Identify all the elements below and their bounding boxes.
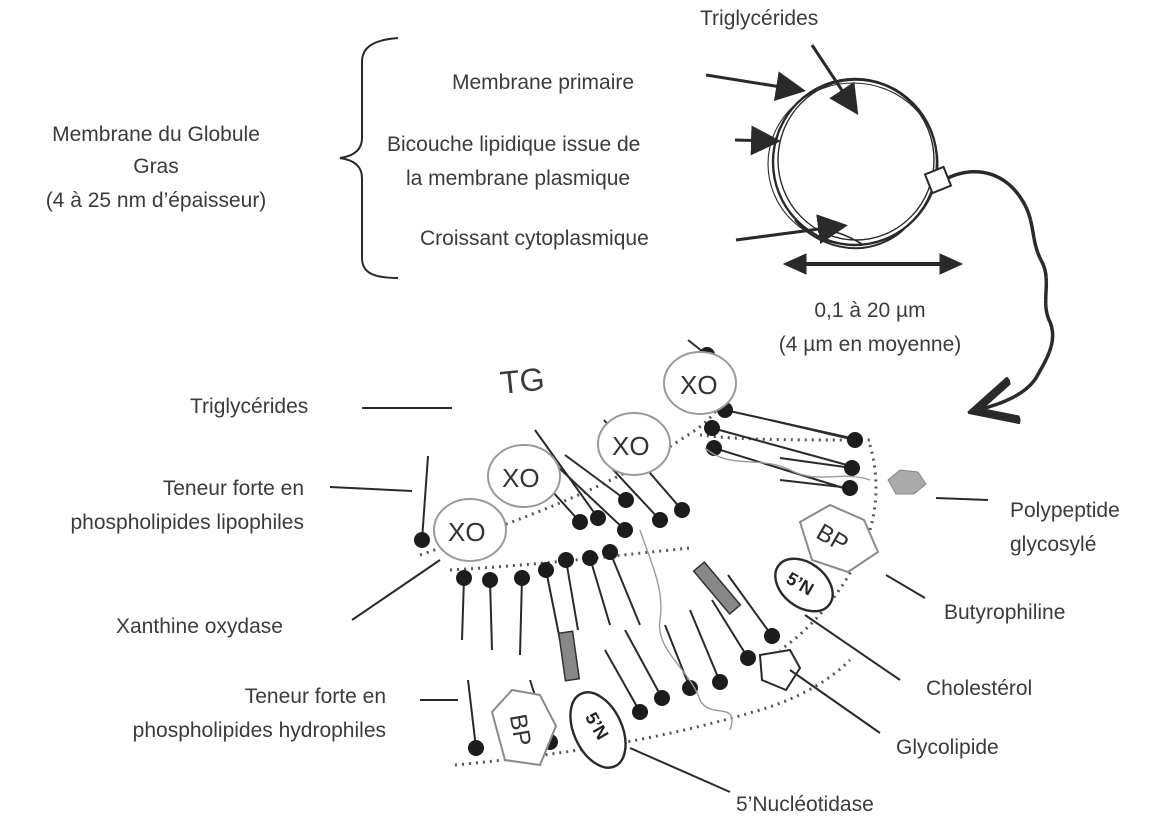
lipid-head bbox=[414, 532, 430, 548]
size-arrow bbox=[784, 254, 962, 274]
lipid-head bbox=[740, 650, 756, 666]
lipophilic-label-1: Teneur forte en bbox=[0, 474, 304, 504]
lipid-head bbox=[456, 570, 472, 586]
lipid-head bbox=[654, 690, 670, 706]
lipid-head bbox=[712, 674, 728, 690]
glycolipid-label: Glycolipide bbox=[896, 733, 999, 763]
polypeptide-hexagon bbox=[888, 470, 926, 494]
primary-membrane-label: Membrane primaire bbox=[452, 68, 634, 98]
crescent-label: Croissant cytoplasmique bbox=[420, 224, 649, 254]
lipid-tail bbox=[422, 456, 428, 540]
lipid-tail bbox=[520, 578, 522, 655]
triglycerides-label: Triglycérides bbox=[190, 392, 308, 422]
lipid-tail bbox=[625, 630, 662, 698]
lipid-head bbox=[652, 512, 668, 528]
lipid-tail bbox=[566, 560, 578, 630]
lipid-head bbox=[482, 572, 498, 588]
tg-mark: TG bbox=[498, 361, 546, 401]
xo-mark-4: XO bbox=[448, 517, 486, 547]
hydrophilic-label-2: phospholipides hydrophiles bbox=[0, 716, 386, 746]
lipid-tail bbox=[605, 650, 640, 712]
bp-mark-left: BP bbox=[504, 712, 536, 748]
lipid-head bbox=[632, 704, 648, 720]
xo-mark-1: XO bbox=[680, 370, 718, 400]
membrane-group-label-1: Membrane du Globule bbox=[0, 120, 312, 150]
hydrophilic-label-1: Teneur forte en bbox=[0, 682, 386, 712]
lipid-tail bbox=[468, 680, 476, 748]
membrane-group-label-3: (4 à 25 nm d’épaisseur) bbox=[0, 186, 312, 216]
lipid-tail bbox=[462, 578, 464, 640]
lipid-tail bbox=[714, 448, 850, 490]
cholesterol-shape-2 bbox=[559, 631, 580, 680]
bilayer-label-2: la membrane plasmique bbox=[406, 164, 630, 194]
polypeptide-label-1: Polypeptide bbox=[1010, 496, 1120, 526]
arrow-triglycerides bbox=[812, 45, 855, 110]
membrane-group-label-2: Gras bbox=[0, 152, 312, 182]
arrow-bilayer bbox=[735, 140, 775, 141]
arrow-crescent bbox=[736, 226, 842, 240]
xanthine-label: Xanthine oxydase bbox=[116, 612, 283, 642]
top-triglycerides-label: Triglycérides bbox=[700, 4, 818, 34]
lipid-head bbox=[847, 432, 863, 448]
lipid-head bbox=[842, 480, 858, 496]
lipid-head bbox=[844, 460, 860, 476]
cholesterol-label: Cholestérol bbox=[926, 674, 1032, 704]
lipid-head bbox=[674, 502, 690, 518]
lipid-head bbox=[514, 570, 530, 586]
lipid-head bbox=[704, 420, 720, 436]
lipid-head bbox=[764, 628, 780, 644]
lipid-tail bbox=[665, 625, 690, 688]
lipid-head bbox=[618, 492, 634, 508]
lipid-tail bbox=[610, 552, 640, 625]
lipid-head bbox=[590, 510, 606, 526]
lipid-head bbox=[617, 522, 633, 538]
size-label-1: 0,1 à 20 µm bbox=[760, 296, 980, 326]
lipid-head bbox=[602, 544, 618, 560]
arrow-primary-membrane bbox=[706, 75, 800, 90]
lipid-head bbox=[538, 562, 554, 578]
lipid-tail bbox=[770, 420, 855, 440]
lipophilic-label-2: phospholipides lipophiles bbox=[0, 508, 304, 538]
zoom-connector bbox=[948, 172, 1053, 410]
lipid-head bbox=[468, 740, 484, 756]
nucleotidase-label: 5’Nucléotidase bbox=[736, 790, 874, 820]
lipid-tail bbox=[546, 570, 560, 640]
butyrophilin-label: Butyrophiline bbox=[944, 598, 1065, 628]
glycan-chain bbox=[640, 448, 870, 730]
size-label-2: (4 µm en moyenne) bbox=[740, 330, 1000, 360]
lipid-tail bbox=[690, 610, 720, 682]
lipid-tail bbox=[490, 580, 492, 650]
lipid-head bbox=[582, 550, 598, 566]
polypeptide-label-2: glycosylé bbox=[1010, 530, 1096, 560]
lipid-tail bbox=[590, 558, 610, 625]
bilayer-label-1: Bicouche lipidique issue de bbox=[387, 130, 640, 160]
lipid-head bbox=[558, 552, 574, 568]
xo-mark-3: XO bbox=[502, 463, 540, 493]
glycolipid-pentagon bbox=[760, 650, 800, 690]
lipid-head bbox=[572, 514, 588, 530]
xo-mark-2: XO bbox=[612, 431, 650, 461]
lipid-head bbox=[682, 680, 698, 696]
lipid-tail bbox=[780, 480, 850, 488]
